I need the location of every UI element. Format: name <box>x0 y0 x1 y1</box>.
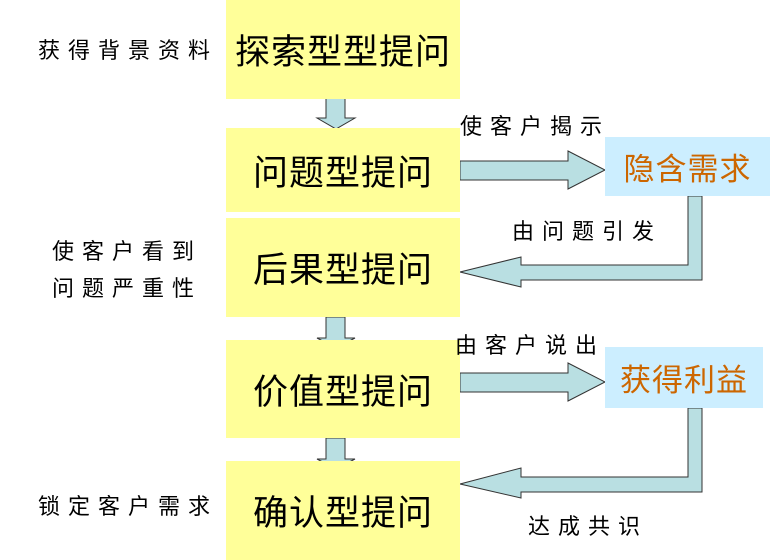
down-arrow-step1-to-step2 <box>315 96 357 130</box>
step-box-problem: 问题型提问 <box>226 128 460 212</box>
step-box-exploratory: 探索型型提问 <box>226 0 460 99</box>
step-label: 后果型提问 <box>252 251 433 291</box>
step-box-confirmation: 确认型提问 <box>226 461 460 560</box>
step-note-consequence: 使客户看到 问题严重性 <box>52 240 203 302</box>
outcome-label: 获得利益 <box>620 363 748 399</box>
arrow-label-customer-says: 由客户说出 <box>455 334 606 359</box>
elbow-arrow-outcome1-to-step3 <box>459 195 703 288</box>
step-label: 确认型提问 <box>252 494 433 534</box>
step-note-exploratory: 获得背景资料 <box>38 39 219 64</box>
step-label: 探索型型提问 <box>234 33 451 73</box>
outcome-label: 隐含需求 <box>623 152 752 188</box>
right-arrow-step4-to-outcome2 <box>459 362 607 402</box>
step-label: 价值型提问 <box>252 372 433 413</box>
step-label: 问题型提问 <box>252 153 433 194</box>
outcome-box-benefits: 获得利益 <box>605 347 763 408</box>
arrow-label-triggered-by-problem: 由问题引发 <box>512 220 663 245</box>
right-arrow-step2-to-outcome1 <box>459 150 607 190</box>
elbow-arrow-outcome2-to-step5 <box>459 407 703 499</box>
arrow-label-reveal: 使客户揭示 <box>460 115 611 140</box>
outcome-box-implied-needs: 隐含需求 <box>605 137 770 196</box>
step-box-value: 价值型提问 <box>226 340 460 438</box>
step-box-consequence: 后果型提问 <box>226 218 460 317</box>
arrow-label-consensus: 达成共识 <box>528 515 649 540</box>
step-note-confirmation: 锁定客户需求 <box>38 495 219 520</box>
